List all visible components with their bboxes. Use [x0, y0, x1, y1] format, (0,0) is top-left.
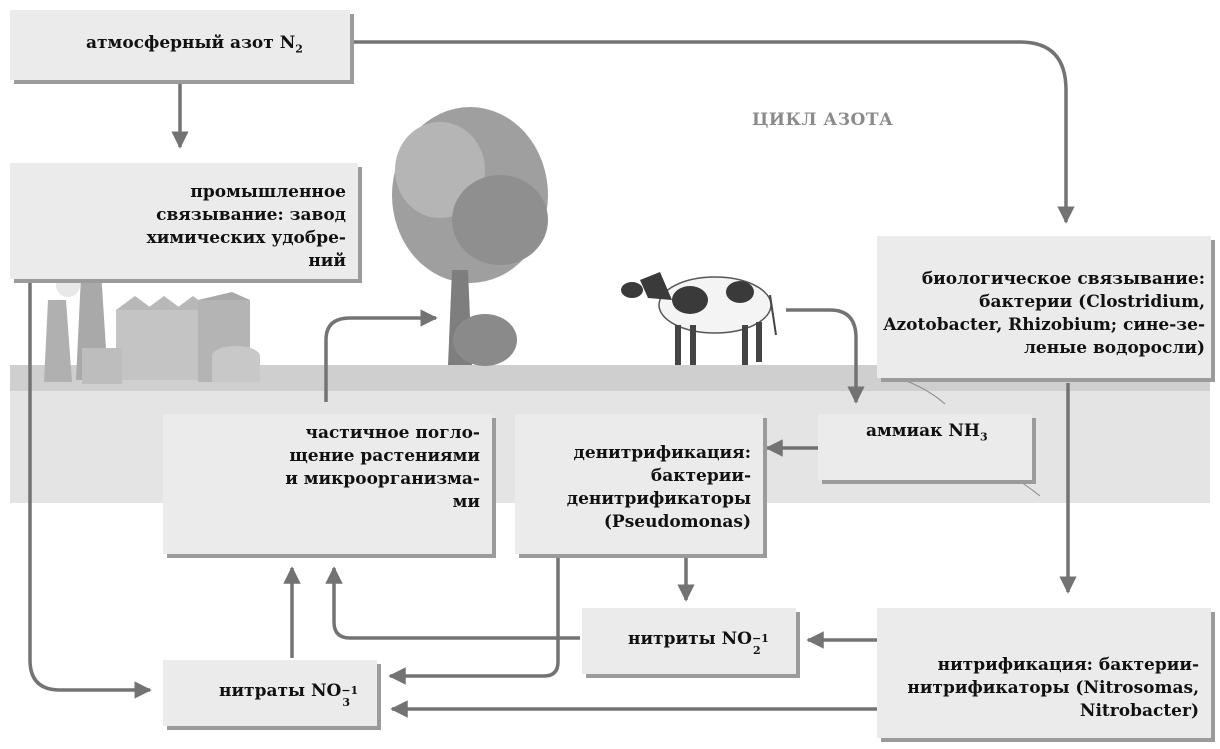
arrow-uptake-to-tree	[324, 309, 438, 402]
arrow-cow-to-ammonia	[786, 308, 865, 404]
biological-line-3: Azotobacter, Rhizobium; сине-зе-	[883, 315, 1205, 335]
arrow-industrial-to-nitrates	[28, 280, 152, 699]
industrial-line-2: связывание: завод	[156, 205, 346, 225]
tree-illustration	[392, 107, 548, 378]
atmospheric-nitrogen-label: атмосферный азот N2	[86, 33, 303, 56]
biological-line-2: бактерии (Clostridium,	[979, 292, 1205, 312]
nitrification-line-1: нитрификация: бактерии-	[937, 655, 1199, 675]
ammonia-box: аммиак NH3	[818, 414, 1032, 480]
flow-arrows	[28, 40, 1077, 718]
denitrification-line-2: бактерии-	[650, 466, 751, 486]
atmospheric-nitrogen-box: атмосферный азот N2	[10, 10, 350, 80]
industrial-line-4: ний	[308, 251, 346, 271]
biological-line-1: биологическое связывание:	[921, 269, 1205, 289]
denitrification-box: денитрификация: бактерии- денитрификатор…	[515, 414, 763, 554]
uptake-line-4: ми	[452, 492, 480, 512]
cow-illustration	[621, 272, 777, 365]
biological-line-4: леные водоросли)	[1023, 338, 1205, 358]
industrial-fixation-box: промышленное связывание: завод химически…	[10, 163, 358, 279]
arrow-denitrification-to-nitrates	[388, 556, 560, 685]
industrial-line-1: промышленное	[190, 182, 346, 202]
arrow-atmos-to-biological	[352, 40, 1075, 224]
nitrification-line-3: Nitrobacter)	[1079, 701, 1199, 721]
industrial-line-3: химических удобре-	[146, 228, 346, 248]
ammonia-label: аммиак NH3	[866, 421, 988, 444]
biological-fixation-box: биологическое связывание: бактерии (Clos…	[877, 236, 1211, 378]
uptake-line-1: частичное погло-	[305, 423, 481, 443]
partial-uptake-box: частичное погло- щение растениями и микр…	[163, 414, 492, 554]
uptake-line-3: и микроорганизма-	[285, 469, 480, 489]
arrow-nitrites-to-uptake	[325, 566, 580, 640]
diagram-title: ЦИКЛ АЗОТА	[752, 110, 894, 130]
nitrification-box: нитрификация: бактерии- нитрификаторы (N…	[877, 608, 1211, 738]
denitrification-line-1: денитрификация:	[573, 443, 751, 463]
denitrification-line-4: (Pseudomonas)	[603, 512, 751, 532]
uptake-line-2: щение растениями	[289, 446, 480, 466]
nitrification-line-2: нитрификаторы (Nitrosomas,	[907, 678, 1199, 698]
denitrification-line-3: денитрификаторы	[566, 489, 751, 509]
